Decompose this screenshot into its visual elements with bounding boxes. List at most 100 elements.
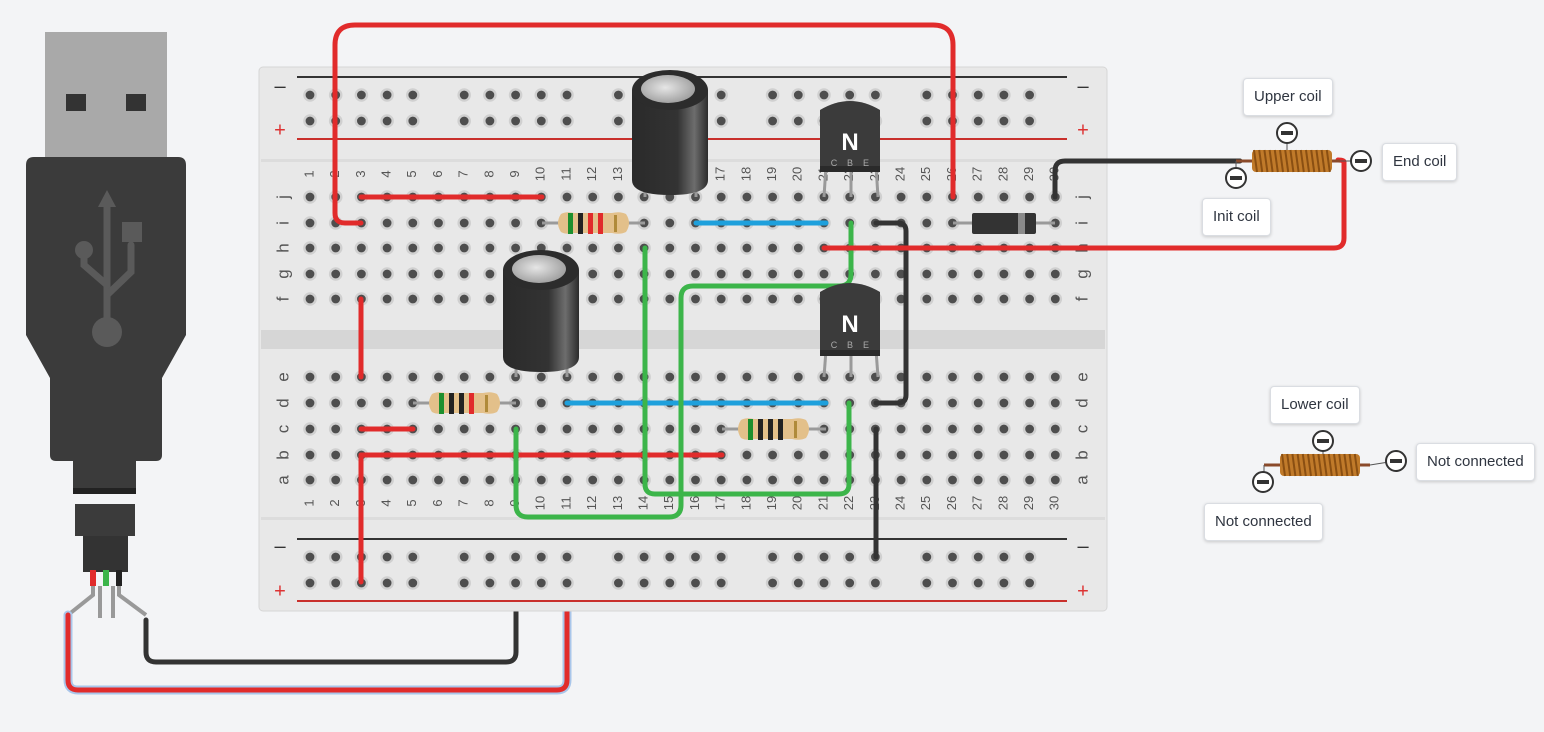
breadboard-hole[interactable] — [997, 292, 1011, 306]
breadboard-hole[interactable] — [457, 114, 472, 128]
breadboard-hole[interactable] — [714, 292, 729, 306]
breadboard-hole[interactable] — [868, 190, 883, 204]
breadboard-hole[interactable] — [303, 216, 317, 230]
breadboard-hole[interactable] — [328, 448, 343, 462]
breadboard-hole[interactable] — [585, 241, 600, 255]
breadboard-hole[interactable] — [457, 576, 472, 590]
breadboard-hole[interactable] — [328, 370, 343, 384]
breadboard-hole[interactable] — [585, 292, 600, 306]
breadboard-hole[interactable] — [765, 241, 780, 255]
breadboard-hole[interactable] — [405, 473, 420, 487]
breadboard-hole[interactable] — [483, 370, 497, 384]
breadboard-hole[interactable] — [791, 114, 806, 128]
breadboard-hole[interactable] — [1022, 88, 1037, 102]
breadboard-hole[interactable] — [765, 550, 780, 564]
breadboard-hole[interactable] — [328, 550, 343, 564]
breadboard-hole[interactable] — [431, 241, 446, 255]
upper-coil[interactable] — [1225, 122, 1372, 189]
breadboard-hole[interactable] — [354, 267, 369, 281]
breadboard-hole[interactable] — [611, 576, 626, 590]
breadboard-hole[interactable] — [688, 422, 703, 436]
breadboard-hole[interactable] — [483, 422, 497, 436]
breadboard-hole[interactable] — [817, 267, 831, 281]
breadboard-hole[interactable] — [791, 448, 806, 462]
breadboard-hole[interactable] — [380, 88, 394, 102]
breadboard-hole[interactable] — [663, 550, 677, 564]
breadboard-hole[interactable] — [560, 88, 574, 102]
breadboard-hole[interactable] — [868, 576, 883, 590]
breadboard-hole[interactable] — [1022, 448, 1037, 462]
breadboard-hole[interactable] — [1048, 292, 1063, 306]
breadboard-hole[interactable] — [817, 576, 831, 590]
breadboard-hole[interactable] — [1022, 370, 1037, 384]
breadboard-hole[interactable] — [1022, 473, 1037, 487]
breadboard-hole[interactable] — [405, 292, 420, 306]
breadboard-hole[interactable] — [380, 241, 394, 255]
breadboard-hole[interactable] — [611, 473, 626, 487]
breadboard-hole[interactable] — [585, 370, 600, 384]
breadboard-hole[interactable] — [842, 88, 857, 102]
usb-plug-icon[interactable] — [26, 32, 186, 618]
breadboard-hole[interactable] — [945, 396, 960, 410]
breadboard-hole[interactable] — [663, 216, 677, 230]
breadboard-hole[interactable] — [483, 241, 497, 255]
breadboard-hole[interactable] — [1022, 396, 1037, 410]
breadboard-hole[interactable] — [508, 88, 523, 102]
breadboard-hole[interactable] — [637, 576, 651, 590]
breadboard-hole[interactable] — [585, 190, 600, 204]
breadboard-hole[interactable] — [303, 88, 317, 102]
breadboard-hole[interactable] — [483, 550, 497, 564]
breadboard-hole[interactable] — [534, 370, 549, 384]
breadboard-hole[interactable] — [1048, 396, 1063, 410]
breadboard-hole[interactable] — [663, 473, 677, 487]
breadboard-hole[interactable] — [380, 292, 394, 306]
breadboard-hole[interactable] — [483, 576, 497, 590]
breadboard-hole[interactable] — [920, 422, 934, 436]
breadboard-hole[interactable] — [483, 88, 497, 102]
breadboard-hole[interactable] — [303, 550, 317, 564]
breadboard-hole[interactable] — [611, 241, 626, 255]
breadboard-hole[interactable] — [920, 88, 934, 102]
breadboard-hole[interactable] — [971, 550, 986, 564]
breadboard-hole[interactable] — [380, 550, 394, 564]
breadboard-hole[interactable] — [842, 576, 857, 590]
breadboard-hole[interactable] — [303, 114, 317, 128]
breadboard-hole[interactable] — [920, 267, 934, 281]
breadboard-hole[interactable] — [971, 448, 986, 462]
breadboard-hole[interactable] — [328, 267, 343, 281]
breadboard-hole[interactable] — [740, 241, 754, 255]
breadboard-hole[interactable] — [765, 473, 780, 487]
breadboard-hole[interactable] — [971, 576, 986, 590]
breadboard-hole[interactable] — [405, 550, 420, 564]
breadboard-hole[interactable] — [483, 473, 497, 487]
breadboard-hole[interactable] — [688, 292, 703, 306]
breadboard-hole[interactable] — [945, 292, 960, 306]
breadboard-hole[interactable] — [791, 576, 806, 590]
breadboard-hole[interactable] — [328, 422, 343, 436]
breadboard-hole[interactable] — [791, 370, 806, 384]
breadboard-hole[interactable] — [508, 216, 523, 230]
breadboard-hole[interactable] — [380, 473, 394, 487]
breadboard-hole[interactable] — [740, 473, 754, 487]
breadboard-hole[interactable] — [380, 216, 394, 230]
breadboard-hole[interactable] — [688, 370, 703, 384]
breadboard-hole[interactable] — [1048, 448, 1063, 462]
breadboard-hole[interactable] — [380, 267, 394, 281]
breadboard-hole[interactable] — [997, 114, 1011, 128]
breadboard-hole[interactable] — [585, 473, 600, 487]
terminal-minus-icon[interactable] — [1312, 430, 1334, 452]
breadboard-hole[interactable] — [714, 241, 729, 255]
breadboard-hole[interactable] — [945, 448, 960, 462]
breadboard-hole[interactable] — [1022, 267, 1037, 281]
breadboard-hole[interactable] — [405, 114, 420, 128]
breadboard-hole[interactable] — [688, 267, 703, 281]
terminal-minus-icon[interactable] — [1225, 167, 1247, 189]
breadboard-hole[interactable] — [971, 267, 986, 281]
breadboard-hole[interactable] — [868, 88, 883, 102]
breadboard-hole[interactable] — [457, 370, 472, 384]
breadboard-hole[interactable] — [791, 88, 806, 102]
breadboard-hole[interactable] — [971, 370, 986, 384]
breadboard-hole[interactable] — [1022, 292, 1037, 306]
usb-power-wire[interactable] — [65, 580, 570, 693]
lower-coil[interactable] — [1252, 430, 1407, 493]
